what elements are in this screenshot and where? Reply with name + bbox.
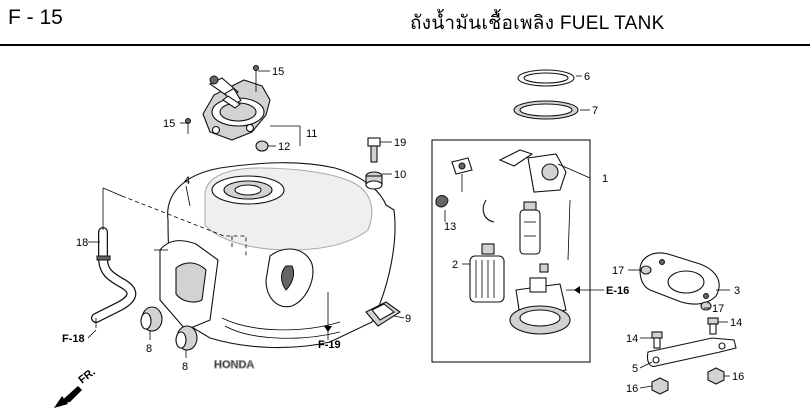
fr-label: FR. [76, 366, 97, 386]
callout-8-left: 8 [146, 343, 152, 355]
bolt-19[interactable] [367, 137, 381, 163]
leader-1 [557, 163, 591, 179]
callout-17-left: 17 [612, 265, 624, 277]
callout-19: 19 [394, 137, 406, 149]
collar-10[interactable] [365, 171, 383, 190]
callout-9: 9 [405, 313, 411, 325]
fuel-pump-group-box [431, 139, 591, 363]
setting-plate-7[interactable] [513, 100, 579, 120]
bolt-15-top-head [253, 65, 259, 71]
callout-15-top: 15 [272, 66, 284, 78]
nut-16-left[interactable] [651, 377, 669, 395]
ref-f18-line [87, 329, 97, 339]
packing-6[interactable] [517, 69, 575, 87]
ref-f19[interactable]: F-19 [318, 339, 341, 351]
rubber-mount-9[interactable] [365, 301, 401, 327]
callout-3: 3 [734, 285, 740, 297]
front-direction-arrow: FR. [54, 366, 98, 408]
callout-16-right: 16 [732, 371, 744, 383]
bolt-14-right[interactable] [707, 317, 719, 335]
clip-17-left[interactable] [640, 265, 652, 275]
callout-8-right: 8 [182, 361, 188, 373]
fuel-pump-unit[interactable] [482, 149, 571, 273]
leader-4 [185, 185, 191, 207]
stay-bracket-5[interactable] [646, 337, 737, 367]
callout-17-right: 17 [712, 303, 724, 315]
callout-4: 4 [184, 175, 190, 187]
header-rule [0, 44, 810, 46]
tank-hidden-line [121, 195, 247, 256]
setting-plate-3[interactable] [639, 252, 720, 305]
ref-f18[interactable]: F-18 [62, 333, 85, 345]
callout-15-left: 15 [163, 118, 175, 130]
callout-7: 7 [592, 105, 598, 117]
breather-hose[interactable] [91, 227, 137, 323]
callout-2: 2 [452, 259, 458, 271]
callout-1: 1 [602, 173, 608, 185]
callout-11: 11 [306, 128, 317, 140]
callout-16-left: 16 [626, 383, 638, 395]
nut-16-right[interactable] [707, 367, 725, 385]
bolt-15-left-head [185, 118, 191, 124]
tank-logo-text: HONDA [214, 359, 254, 371]
bolt-14-left[interactable] [651, 331, 663, 349]
cushion-8-left[interactable] [140, 306, 163, 332]
cushion-8-right[interactable] [175, 325, 198, 351]
pump-base-flange[interactable] [509, 277, 571, 335]
callout-12: 12 [278, 141, 290, 153]
clip-17-right[interactable] [700, 301, 712, 311]
fuel-tank[interactable] [159, 162, 396, 349]
fuel-gauge-sender[interactable] [435, 157, 473, 208]
fuel-cap-assembly[interactable] [202, 75, 271, 141]
page-id: F - 15 [8, 6, 63, 29]
hose-leader-diag [102, 187, 123, 197]
page-title: ถังน้ำมันเชื้อเพลิง FUEL TANK [410, 13, 665, 34]
e16-arrow-head [574, 286, 580, 294]
leader-16a [639, 385, 653, 389]
callout-18: 18 [76, 237, 88, 249]
callout-6: 6 [584, 71, 590, 83]
callout-14-right: 14 [730, 317, 742, 329]
leader-5 [639, 361, 653, 369]
leader-9 [393, 315, 405, 319]
callout-5: 5 [632, 363, 638, 375]
callout-13: 13 [444, 221, 456, 233]
callout-14-left: 14 [626, 333, 638, 345]
ref-e16[interactable]: E-16 [606, 285, 629, 297]
cap-drain-tube-12[interactable] [255, 140, 269, 152]
fuel-filter-2[interactable] [469, 243, 505, 303]
f19-arrow-head [324, 326, 332, 332]
callout-10: 10 [394, 169, 406, 181]
